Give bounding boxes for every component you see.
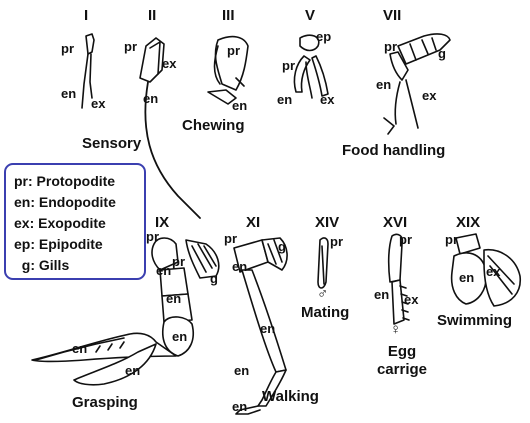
legend-item-gills: g: Gills [14,255,144,276]
label-en-v: en [277,93,292,106]
label-pr-ix: pr [146,230,159,243]
label-ex-xvi: ex [404,293,418,306]
label-en-xix: en [459,271,474,284]
label-en-ix-2: en [166,292,181,305]
numeral-ix: IX [155,215,169,230]
caption-food-handling: Food handling [342,143,445,159]
numeral-iii: III [222,8,235,23]
label-ep-v: ep [316,30,331,43]
label-pr-vii: pr [384,40,397,53]
label-ex-ii: ex [162,57,176,70]
label-en-iii: en [232,99,247,112]
label-en-xi-4: en [232,400,247,413]
caption-mating: Mating [301,305,349,321]
legend-item-exopodite: ex: Exopodite [14,213,144,234]
label-ex-v: ex [320,93,334,106]
label-pr-xix: pr [445,233,458,246]
label-en-vii: en [376,78,391,91]
legend-box: pr: Protopodite en: Endopodite ex: Exopo… [4,163,146,280]
label-g-vii: g [438,47,446,60]
label-g-xi: g [278,240,286,253]
label-ex-i: ex [91,97,105,110]
legend-item-protopodite: pr: Protopodite [14,171,144,192]
label-en-xi-2: en [260,322,275,335]
label-en-xi-1: en [232,260,247,273]
label-ex-vii: ex [422,89,436,102]
label-pr-xiv: pr [330,235,343,248]
caption-egg: Egg [380,344,424,360]
numeral-xix: XIX [456,215,480,230]
label-g-ix: g [210,272,218,285]
legend-item-epipodite: ep: Epipodite [14,234,144,255]
appendage-v-drawing [294,35,328,98]
caption-carrige: carrige [372,362,432,378]
label-en-xvi: en [374,288,389,301]
legend-item-endopodite: en: Endopodite [14,192,144,213]
label-en-xi-3: en [234,364,249,377]
label-en-ix-3: en [172,330,187,343]
numeral-vii: VII [383,8,401,23]
numeral-i: I [84,8,88,23]
male-symbol: ♂ [317,286,328,301]
label-en-i: en [61,87,76,100]
caption-swimming: Swimming [437,313,512,329]
numeral-ii: II [148,8,156,23]
label-pr-i: pr [61,42,74,55]
appendage-xiv-drawing [318,238,328,288]
label-pr-xvi: pr [399,233,412,246]
label-pr-v: pr [282,59,295,72]
label-pr-ix-2: pr [172,255,185,268]
label-en-ix-5: en [125,364,140,377]
appendage-xvi-drawing [389,234,409,324]
female-symbol: ♀ [390,322,401,337]
label-en-ii: en [143,92,158,105]
caption-grasping: Grasping [72,395,138,411]
caption-sensory: Sensory [82,136,141,152]
label-en-ix-1: en [156,264,171,277]
label-pr-xi: pr [224,232,237,245]
label-ex-xix: ex [486,265,500,278]
caption-walking: Walking [262,389,319,405]
label-en-ix-4: en [72,342,87,355]
numeral-v: V [305,8,315,23]
numeral-xvi: XVI [383,215,407,230]
numeral-xiv: XIV [315,215,339,230]
numeral-xi: XI [246,215,260,230]
caption-chewing: Chewing [182,118,245,134]
label-pr-iii: pr [227,44,240,57]
label-pr-ii: pr [124,40,137,53]
